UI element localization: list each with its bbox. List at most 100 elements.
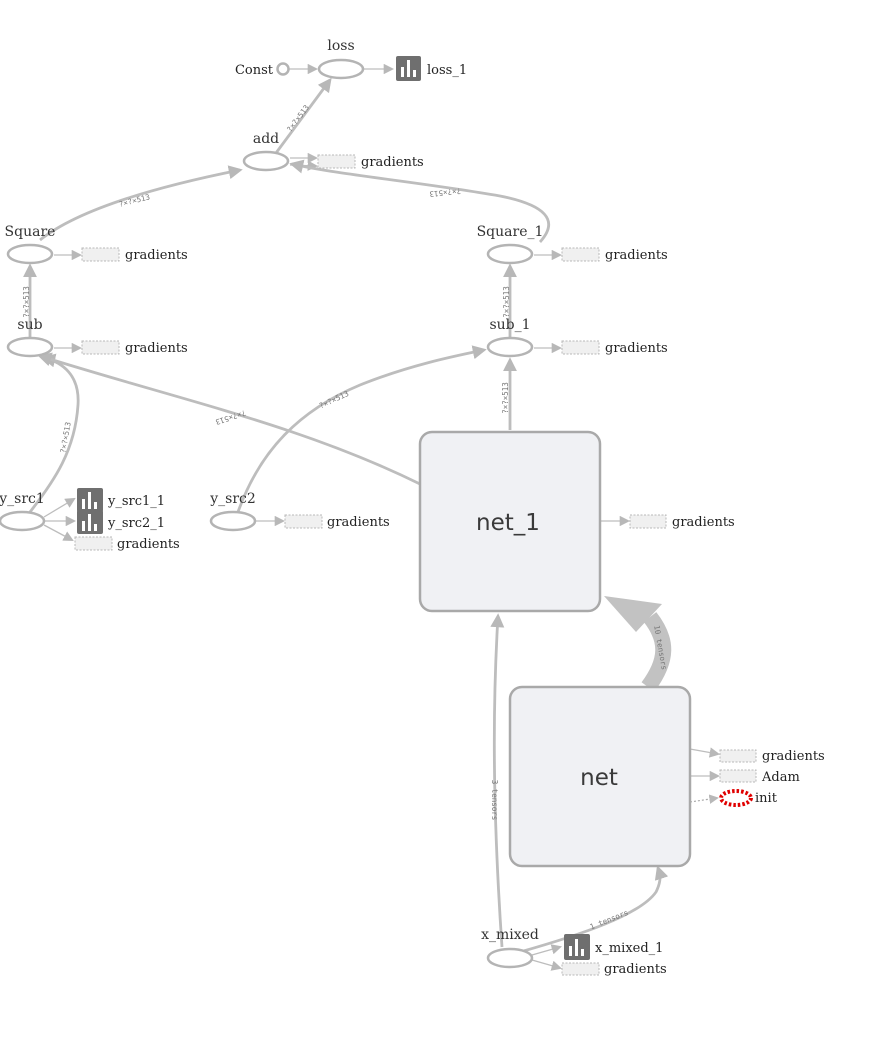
gradients-aux-box xyxy=(561,340,600,355)
node-x-mixed-1[interactable]: x_mixed_1 xyxy=(564,934,663,960)
gradients-aux-box xyxy=(317,154,356,169)
edge-square-add xyxy=(39,165,243,242)
node-add[interactable]: add xyxy=(242,131,290,172)
node-const[interactable]: Const xyxy=(235,62,290,78)
edge-square1-add xyxy=(289,159,551,243)
const-icon xyxy=(276,62,290,76)
edge-ysrc2-sub1 xyxy=(236,345,487,513)
aux-gradients-label: gradients xyxy=(327,515,390,530)
node-square-1[interactable]: Square_1 xyxy=(477,224,544,265)
node-y-src1[interactable]: y_src1 xyxy=(0,491,46,532)
node-y-src2[interactable]: y_src2 xyxy=(209,491,257,532)
node-sub-1[interactable]: sub_1 xyxy=(486,317,534,358)
square-1-op-ellipse xyxy=(486,243,534,265)
node-net-label: net xyxy=(580,765,618,791)
aux-gradients-label: gradients xyxy=(117,537,180,552)
edge-label-net1-sub: ?×?×513 xyxy=(214,408,247,426)
edge-label-net1-sub1: ?×?×513 xyxy=(501,382,510,414)
edge-label-ysrc2-sub1: ?×?×513 xyxy=(318,389,350,411)
node-y-src1-gradients[interactable]: gradients xyxy=(74,536,180,552)
adam-aux-box xyxy=(719,769,757,783)
y-src2-op-ellipse xyxy=(209,510,257,532)
aux-gradients-label: gradients xyxy=(604,962,667,977)
edge-label-sub-square: ?×?×513 xyxy=(22,286,31,318)
aux-gradients-label: gradients xyxy=(361,155,424,170)
dashed-red-ellipse-icon xyxy=(719,789,753,807)
net-1-metanode-box xyxy=(418,430,602,613)
node-net-1[interactable]: net_1 xyxy=(418,430,602,613)
gradients-aux-box xyxy=(74,536,113,551)
node-loss-1[interactable]: loss_1 xyxy=(396,56,467,81)
gradients-aux-box xyxy=(561,962,600,976)
x-mixed-op-ellipse xyxy=(486,947,534,969)
node-sub-1-label: sub_1 xyxy=(489,317,530,333)
edge-net-grad xyxy=(689,747,721,758)
aux-gradients-label: gradients xyxy=(605,248,668,263)
aux-gradients-label: gradients xyxy=(762,749,825,764)
node-loss-label: loss xyxy=(327,38,354,54)
node-square-1-gradients[interactable]: gradients xyxy=(561,247,668,263)
node-square-1-label: Square_1 xyxy=(477,224,544,240)
node-sub-label: sub xyxy=(17,317,42,333)
edge-label-xmixed-net1: 3 tensors xyxy=(490,780,499,821)
node-y-src2-label: y_src2 xyxy=(209,491,256,507)
aux-gradients-label: gradients xyxy=(605,341,668,356)
edge-xmixed-net1 xyxy=(490,613,505,948)
node-y-src1-1-label: y_src1_1 xyxy=(107,494,165,509)
edge-xmixed-grad xyxy=(531,959,562,971)
node-x-mixed-gradients[interactable]: gradients xyxy=(561,962,667,977)
node-x-mixed[interactable]: x_mixed xyxy=(481,927,539,969)
edge-label-xmixed-net: 1 tensors xyxy=(589,908,630,932)
node-const-label: Const xyxy=(235,63,274,78)
edge-xmixed-summary xyxy=(531,944,562,956)
edge-add-loss xyxy=(274,77,332,154)
gradients-aux-box xyxy=(81,340,120,355)
node-sub[interactable]: sub xyxy=(6,317,54,358)
node-square[interactable]: Square xyxy=(5,224,56,265)
edge-ysrc1-summary1 xyxy=(43,497,76,518)
node-loss[interactable]: loss xyxy=(317,38,365,80)
node-square-label: Square xyxy=(5,224,56,240)
node-sub-1-gradients[interactable]: gradients xyxy=(561,340,668,356)
aux-gradients-label: gradients xyxy=(125,248,188,263)
edge-label-sub1-square1: ?×?×513 xyxy=(502,286,511,318)
edge-label-ysrc1-sub: ?×?×513 xyxy=(58,421,72,454)
node-init-label: init xyxy=(755,791,778,806)
edge-net-net1 xyxy=(641,612,672,692)
loss-op-ellipse xyxy=(317,58,365,80)
node-y-src1-1[interactable]: y_src1_1 xyxy=(77,488,165,512)
y-src1-op-ellipse xyxy=(0,510,46,532)
gradients-aux-box xyxy=(719,749,757,763)
node-adam[interactable]: Adam xyxy=(719,769,800,785)
edge-label-add-loss: ?×?×513 xyxy=(285,103,311,134)
node-loss-1-label: loss_1 xyxy=(427,63,467,78)
edge-ysrc1-sub xyxy=(28,353,80,513)
sub-1-op-ellipse xyxy=(486,336,534,358)
node-square-gradients[interactable]: gradients xyxy=(81,247,188,263)
edge-xmixed-net xyxy=(519,865,669,954)
edge-net-init xyxy=(689,794,719,804)
node-add-gradients[interactable]: gradients xyxy=(317,154,424,170)
square-op-ellipse xyxy=(6,243,54,265)
node-net[interactable]: net xyxy=(508,685,692,868)
node-net-1-gradients[interactable]: gradients xyxy=(629,514,735,530)
node-y-src1-label: y_src1 xyxy=(0,491,45,507)
node-adam-label: Adam xyxy=(761,770,800,785)
node-y-src2-1-label: y_src2_1 xyxy=(107,516,165,531)
node-net-gradients[interactable]: gradients xyxy=(719,749,825,764)
edge-net1-sub xyxy=(37,352,421,486)
add-op-ellipse xyxy=(242,150,290,172)
node-init[interactable]: init xyxy=(719,789,778,807)
edge-ysrc1-grad xyxy=(43,524,74,541)
node-net-1-label: net_1 xyxy=(476,510,540,536)
net-metanode-box xyxy=(508,685,692,868)
node-y-src2-1[interactable]: y_src2_1 xyxy=(77,510,165,534)
node-y-src2-gradients[interactable]: gradients xyxy=(284,514,390,530)
node-add-label: add xyxy=(253,131,279,147)
node-sub-gradients[interactable]: gradients xyxy=(81,340,188,356)
aux-gradients-label: gradients xyxy=(125,341,188,356)
edge-net-net1-head xyxy=(604,596,662,632)
edge-label-square1-add: ?×?×513 xyxy=(429,186,461,198)
aux-gradients-label: gradients xyxy=(672,515,735,530)
